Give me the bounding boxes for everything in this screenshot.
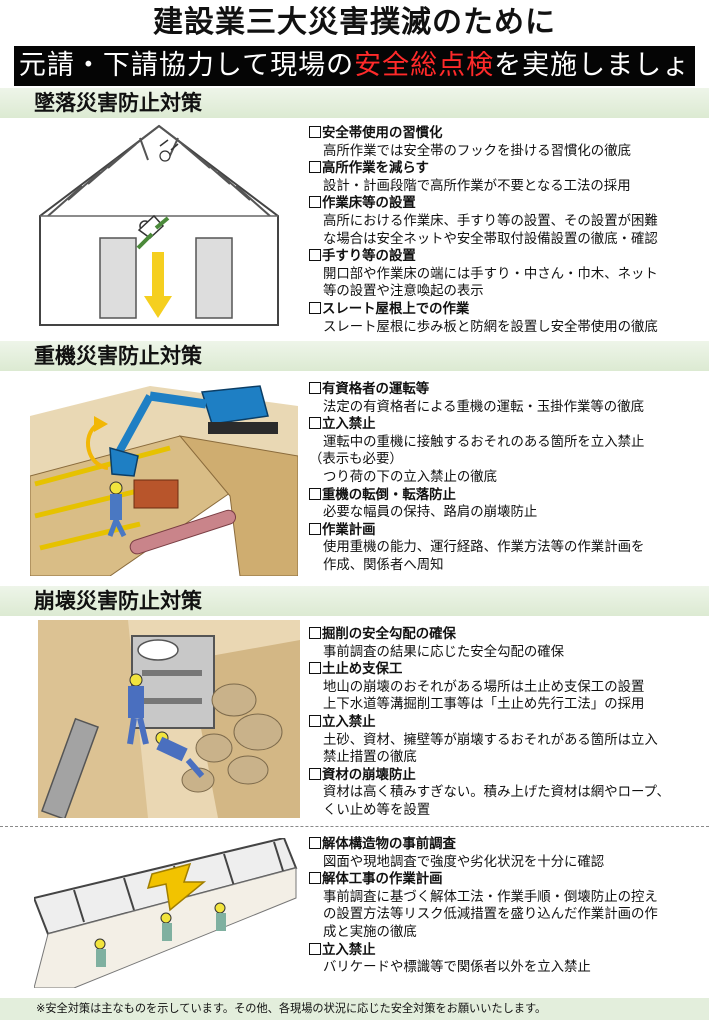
check-item-text: （表示も必要） xyxy=(309,452,403,468)
checkbox-icon xyxy=(309,161,321,174)
trench-collapse-illustration xyxy=(38,620,300,818)
check-item-text: 事前調査に基づく解体工法・作業手順・倒壊防止の控え xyxy=(323,889,658,905)
checkbox-icon xyxy=(309,942,321,955)
section-header-collapse: 崩壊災害防止対策 xyxy=(0,586,709,616)
footer-note-bar: ※安全対策は主なものを示しています。その他、各現場の状況に応じた安全対策をお願い… xyxy=(0,998,709,1020)
checkbox-icon xyxy=(309,662,321,675)
check-item-title: 資材の崩壊防止 xyxy=(309,767,699,785)
checkbox-icon xyxy=(309,487,321,500)
check-item-text: 図面や現地調査で強度や劣化状況を十分に確認 xyxy=(323,854,605,870)
check-item-text: 使用重機の能力、運行経路、作業方法等の作業計画を xyxy=(323,540,645,556)
check-item-text: 地山の崩壊のおそれがある場所は土止め支保工の設置 xyxy=(323,679,645,695)
check-item-title: 立入禁止 xyxy=(309,714,699,732)
check-item-title: 立入禁止 xyxy=(309,416,699,434)
check-item-title: 有資格者の運転等 xyxy=(309,381,699,399)
check-item-text: 必要な幅員の保持、路肩の崩壊防止 xyxy=(323,505,538,521)
check-item-text: 法定の有資格者による重機の運転・玉掛作業等の徹底 xyxy=(323,399,644,415)
check-item-title: 掘削の安全勾配の確保 xyxy=(309,626,699,644)
check-item-text: 資材は高く積みすぎない。積み上げた資材は網やロープ、 xyxy=(323,785,670,801)
check-item-title: 高所作業を減らす xyxy=(309,160,699,178)
check-item-text: 禁止措置の徹底 xyxy=(323,750,417,766)
excavator-trench-illustration xyxy=(30,376,298,576)
checklist-machinery: 有資格者の運転等 法定の有資格者による重機の運転・玉掛作業等の徹底 立入禁止 運… xyxy=(309,381,699,575)
section-title-fall: 墜落災害防止対策 xyxy=(34,91,202,115)
check-item-title: 土止め支保工 xyxy=(309,661,699,679)
check-item-text: 運転中の重機に接触するおそれのある箇所を立入禁止 xyxy=(323,434,645,450)
check-item-text: 開口部や作業床の端には手すり・中さん・巾木、ネット xyxy=(323,266,658,282)
checkbox-icon xyxy=(309,382,321,394)
checkbox-icon xyxy=(309,837,321,849)
check-item-title: 立入禁止 xyxy=(309,942,699,960)
check-item-title: スレート屋根上での作業 xyxy=(309,301,699,319)
check-item-text: 等の設置や注意喚起の表示 xyxy=(323,284,484,300)
checkbox-icon xyxy=(309,714,321,727)
checkbox-icon xyxy=(309,417,321,430)
checklist-demolition: 解体構造物の事前調査 図面や現地調査で強度や劣化状況を十分に確認 解体工事の作業… xyxy=(309,836,699,977)
checkbox-icon xyxy=(309,767,321,780)
check-item-text: 土砂、資材、擁壁等が崩壊するおそれがある箇所は立入 xyxy=(323,732,658,748)
check-item-text: な場合は安全ネットや安全帯取付設備設置の徹底・確認 xyxy=(323,231,658,247)
section-header-fall: 墜落災害防止対策 xyxy=(0,88,709,118)
check-item-text: つり荷の下の立入禁止の徹底 xyxy=(323,469,498,485)
banner-highlight: 安全総点検 xyxy=(354,50,495,81)
check-item-text: スレート屋根に歩み板と防網を設置し安全帯使用の徹底 xyxy=(323,319,658,335)
checkbox-icon xyxy=(309,522,321,535)
footer-note: ※安全対策は主なものを示しています。その他、各現場の状況に応じた安全対策をお願い… xyxy=(36,1002,547,1015)
check-item-title: 解体工事の作業計画 xyxy=(309,871,699,889)
check-item-text: 高所作業では安全帯のフックを掛ける習慣化の徹底 xyxy=(323,143,631,159)
slogan-banner: 元請・下請協力して現場の安全総点検を実施しましょう！ xyxy=(14,46,695,121)
check-item-title: 作業床等の設置 xyxy=(309,195,699,213)
checkbox-icon xyxy=(309,126,321,138)
check-item-title: 手すり等の設置 xyxy=(309,248,699,266)
checkbox-icon xyxy=(309,196,321,209)
check-item-title: 作業計画 xyxy=(309,522,699,540)
demolition-collapse-illustration xyxy=(34,838,300,988)
checkbox-icon xyxy=(309,627,321,639)
checklist-collapse: 掘削の安全勾配の確保 事前調査の結果に応じた安全勾配の確保 土止め支保工 地山の… xyxy=(309,626,699,820)
check-item-text: 事前調査の結果に応じた安全勾配の確保 xyxy=(323,644,565,660)
check-item-title: 安全帯使用の習慣化 xyxy=(309,125,699,143)
check-item-text: くい止め等を設置 xyxy=(323,802,431,818)
check-item-text: バリケードや標識等で関係者以外を立入禁止 xyxy=(323,960,591,976)
checkbox-icon xyxy=(309,872,321,885)
check-item-text: 作成、関係者へ周知 xyxy=(323,557,444,573)
check-item-text: 高所における作業床、手すり等の設置、その設置が困難 xyxy=(323,213,658,229)
falling-worker-house-illustration xyxy=(39,124,279,326)
check-item-text: の設置方法等リスク低減措置を盛り込んだ作業計画の作 xyxy=(323,907,658,923)
check-item-text: 成と実施の徹底 xyxy=(323,924,417,940)
checkbox-icon xyxy=(309,249,321,262)
banner-text-pre: 元請・下請協力して現場の xyxy=(18,50,355,81)
check-item-title: 解体構造物の事前調査 xyxy=(309,836,699,854)
section-divider xyxy=(0,826,709,827)
check-item-title: 重機の転倒・転落防止 xyxy=(309,487,699,505)
checklist-fall: 安全帯使用の習慣化 高所作業では安全帯のフックを掛ける習慣化の徹底 高所作業を減… xyxy=(309,125,699,336)
section-title-machinery: 重機災害防止対策 xyxy=(34,344,202,368)
checkbox-icon xyxy=(309,301,321,314)
check-item-text: 設計・計画段階で高所作業が不要となる工法の採用 xyxy=(323,178,631,194)
page-title: 建設業三大災害撲滅のために xyxy=(153,5,556,40)
section-title-collapse: 崩壊災害防止対策 xyxy=(34,589,202,613)
section-header-machinery: 重機災害防止対策 xyxy=(0,341,709,371)
check-item-text: 上下水道等溝掘削工事等は「土止め先行工法」の採用 xyxy=(323,697,645,713)
